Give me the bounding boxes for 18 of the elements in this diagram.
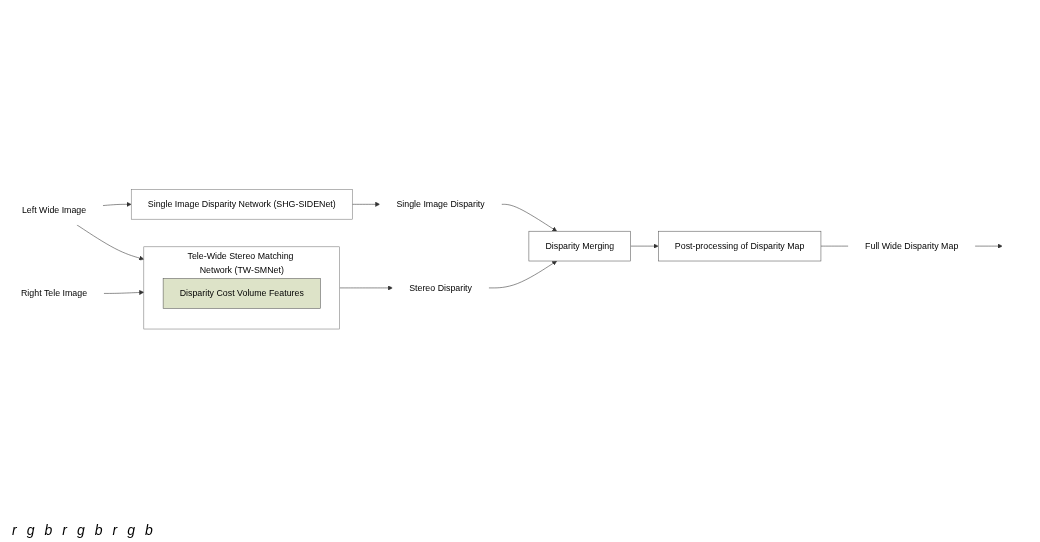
node-text: Right Tele Image bbox=[21, 288, 88, 298]
node-text: Stereo Disparity bbox=[409, 282, 472, 293]
node-text: Full Wide Disparity Map bbox=[865, 240, 959, 251]
channel-label: b bbox=[145, 522, 153, 538]
channel-label: r bbox=[62, 522, 67, 538]
node-box: Post-processing of Disparity Map bbox=[658, 230, 822, 262]
channel-label: r bbox=[12, 522, 17, 538]
node-box: Disparity Cost Volume Features bbox=[162, 278, 321, 309]
channel-label: g bbox=[26, 522, 35, 538]
node-box: Disparity Merging bbox=[528, 230, 631, 262]
channel-label: g bbox=[76, 522, 85, 538]
channel-label: g bbox=[127, 522, 135, 538]
channel-label: b bbox=[44, 522, 53, 538]
node-text: Single Image Disparity bbox=[396, 199, 485, 209]
node-text: Left Wide Image bbox=[21, 204, 87, 215]
channel-label: b bbox=[94, 522, 103, 538]
node-box: Single Image Disparity Network (SHG-SIDENet) bbox=[130, 188, 353, 220]
channel-label: r bbox=[112, 522, 118, 538]
